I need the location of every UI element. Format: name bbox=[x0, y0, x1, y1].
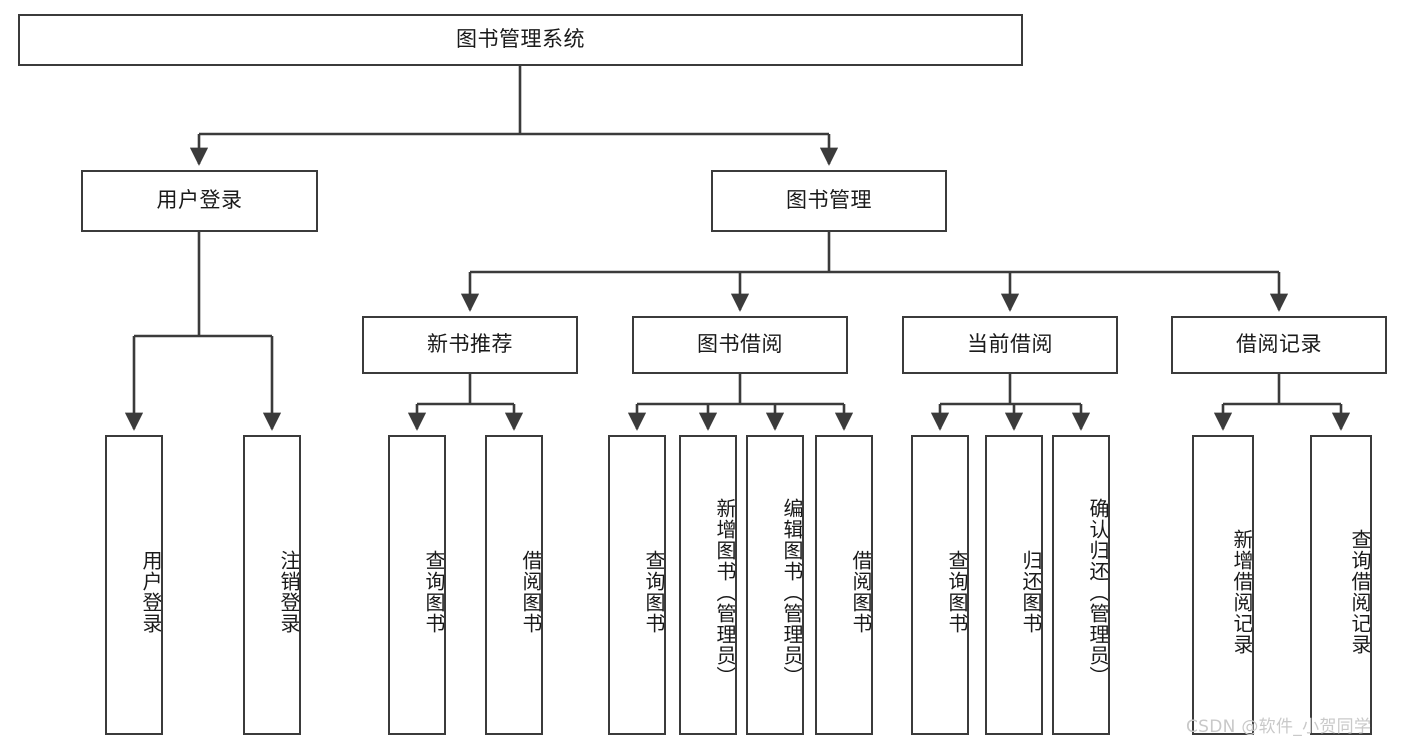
leaf-borrow-edit-book-admin[interactable]: 编辑图书（管理员） bbox=[746, 435, 804, 735]
node-label: 查询借阅记录 bbox=[1348, 529, 1372, 655]
node-user-login[interactable]: 用户登录 bbox=[81, 170, 318, 232]
node-label: 借阅记录 bbox=[1236, 332, 1322, 357]
node-label: 用户登录 bbox=[156, 188, 243, 213]
node-label: 查询图书 bbox=[945, 550, 969, 634]
leaf-recommend-query-book[interactable]: 查询图书 bbox=[388, 435, 446, 735]
node-label: 归还图书 bbox=[1019, 550, 1043, 634]
node-label: 图书借阅 bbox=[697, 332, 783, 357]
leaf-borrow-query-book[interactable]: 查询图书 bbox=[608, 435, 666, 735]
node-label: 新增借阅记录 bbox=[1230, 529, 1254, 655]
leaf-current-query-book[interactable]: 查询图书 bbox=[911, 435, 969, 735]
leaf-recommend-borrow-book[interactable]: 借阅图书 bbox=[485, 435, 543, 735]
node-label: 编辑图书（管理员） bbox=[780, 497, 804, 687]
node-label: 查询图书 bbox=[642, 550, 666, 634]
node-label: 图书管理 bbox=[786, 188, 872, 213]
node-label: 借阅图书 bbox=[849, 550, 873, 634]
leaf-logout[interactable]: 注销登录 bbox=[243, 435, 301, 735]
leaf-record-query-borrow-record[interactable]: 查询借阅记录 bbox=[1310, 435, 1372, 735]
node-label: 注销登录 bbox=[277, 550, 301, 634]
node-label: 用户登录 bbox=[139, 550, 163, 634]
node-label: 新增图书（管理员） bbox=[713, 497, 737, 687]
leaf-record-add-borrow-record[interactable]: 新增借阅记录 bbox=[1192, 435, 1254, 735]
leaf-user-login[interactable]: 用户登录 bbox=[105, 435, 163, 735]
node-label: 查询图书 bbox=[422, 550, 446, 634]
csdn-watermark: CSDN @软件_小贺同学 bbox=[1186, 717, 1372, 737]
node-new-book-recommend[interactable]: 新书推荐 bbox=[362, 316, 578, 374]
leaf-current-confirm-return-admin[interactable]: 确认归还（管理员） bbox=[1052, 435, 1110, 735]
node-root-system[interactable]: 图书管理系统 bbox=[18, 14, 1023, 66]
node-label: 新书推荐 bbox=[427, 332, 513, 357]
leaf-borrow-borrow-book[interactable]: 借阅图书 bbox=[815, 435, 873, 735]
leaf-borrow-add-book-admin[interactable]: 新增图书（管理员） bbox=[679, 435, 737, 735]
node-borrow-record[interactable]: 借阅记录 bbox=[1171, 316, 1387, 374]
node-label: 当前借阅 bbox=[967, 332, 1053, 357]
node-book-manage[interactable]: 图书管理 bbox=[711, 170, 947, 232]
leaf-current-return-book[interactable]: 归还图书 bbox=[985, 435, 1043, 735]
node-label: 图书管理系统 bbox=[456, 27, 585, 52]
node-book-borrow[interactable]: 图书借阅 bbox=[632, 316, 848, 374]
node-label: 借阅图书 bbox=[519, 550, 543, 634]
node-current-borrow[interactable]: 当前借阅 bbox=[902, 316, 1118, 374]
node-label: 确认归还（管理员） bbox=[1086, 497, 1110, 687]
